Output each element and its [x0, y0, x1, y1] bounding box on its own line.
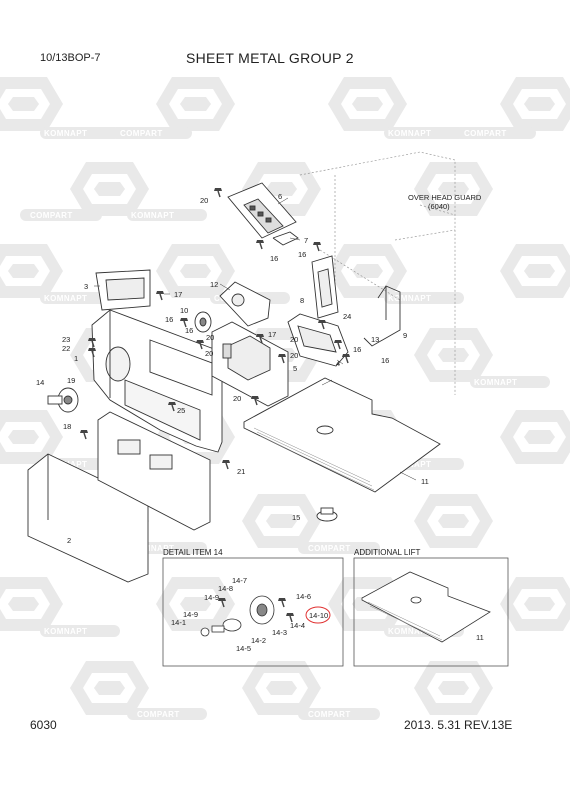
svg-text:COMPART: COMPART	[308, 544, 351, 553]
knob-assembly	[47, 387, 79, 413]
additional-lift-box: ADDITIONAL LIFT 11	[353, 548, 509, 667]
callout: 18	[63, 422, 71, 431]
svg-text:14-2: 14-2	[251, 636, 266, 645]
callout: 20	[205, 349, 213, 358]
callout: 16	[165, 315, 173, 324]
dash-panel	[211, 321, 289, 407]
svg-text:14-10: 14-10	[309, 611, 328, 620]
svg-text:14-4: 14-4	[290, 621, 305, 630]
callout: 20	[290, 335, 298, 344]
svg-text:DETAIL ITEM 14: DETAIL ITEM 14	[163, 548, 223, 557]
callout: 11	[421, 477, 429, 486]
callout-labels: 3 20 6 7 16 16 17 12 8 10 16 16 20 17 20…	[36, 192, 429, 545]
svg-text:14-1: 14-1	[171, 618, 186, 627]
callout: 16	[185, 326, 193, 335]
side-panel	[91, 309, 223, 453]
overhead-guard-outline	[299, 151, 456, 395]
callout: 5	[293, 364, 297, 373]
callout: 16	[270, 254, 278, 263]
callout: 22	[62, 344, 70, 353]
housing-24	[287, 313, 349, 367]
callout: 25	[177, 406, 185, 415]
svg-text:KOMNAPT: KOMNAPT	[44, 627, 87, 636]
callout: 16	[353, 345, 361, 354]
svg-text:COMPART: COMPART	[308, 710, 351, 719]
drawing-code: 10/13BOP-7	[40, 52, 101, 64]
svg-text:KOMNAPT: KOMNAPT	[44, 294, 87, 303]
note-overhead-guard-ref: (6040)	[428, 202, 450, 211]
svg-text:COMPART: COMPART	[137, 710, 180, 719]
svg-text:KOMNAPT: KOMNAPT	[474, 378, 517, 387]
callout: 20	[200, 196, 208, 205]
callout: 16	[381, 356, 389, 365]
plate-8	[311, 255, 339, 319]
svg-text:KOMNAPT: KOMNAPT	[44, 129, 87, 138]
lever-part	[219, 281, 271, 327]
svg-text:COMPART: COMPART	[30, 211, 73, 220]
svg-text:KOMNAPT: KOMNAPT	[388, 129, 431, 138]
note-overhead-guard: OVER HEAD GUARD	[408, 193, 482, 202]
revision-date: 2013. 5.31 REV.13E	[404, 718, 513, 732]
callout: 19	[67, 376, 75, 385]
callout: 7	[304, 236, 308, 245]
callout: 15	[292, 513, 300, 522]
floor-mat	[243, 377, 441, 493]
callout: 20	[233, 394, 241, 403]
callout: 1	[74, 354, 78, 363]
svg-text:COMPART: COMPART	[464, 129, 507, 138]
callout: 17	[174, 290, 182, 299]
storage-box	[95, 269, 151, 311]
callout: 8	[300, 296, 304, 305]
callout: 23	[62, 335, 70, 344]
svg-text:14-8: 14-8	[218, 584, 233, 593]
svg-text:KOMNAPT: KOMNAPT	[131, 544, 174, 553]
svg-text:14-6: 14-6	[296, 592, 311, 601]
detail-item-14-box: DETAIL ITEM 14 14-7 14-8 14-9 14-9 14-1 …	[162, 548, 344, 667]
lower-panel	[97, 411, 211, 531]
svg-text:14-9: 14-9	[204, 593, 219, 602]
bracket-9	[363, 285, 401, 347]
svg-text:KOMNAPT: KOMNAPT	[131, 211, 174, 220]
highlight-ring	[305, 606, 331, 624]
callout: 20	[290, 351, 298, 360]
callout: 6	[278, 192, 282, 201]
svg-text:KOMNAPT: KOMNAPT	[388, 294, 431, 303]
svg-text:14-5: 14-5	[236, 644, 251, 653]
svg-text:14-3: 14-3	[272, 628, 287, 637]
callout: 24	[343, 312, 351, 321]
page-number: 6030	[30, 718, 57, 732]
page-title: SHEET METAL GROUP 2	[186, 50, 354, 66]
switch-panel	[227, 182, 297, 239]
svg-text:COMPART: COMPART	[120, 129, 163, 138]
callout: 4	[336, 359, 340, 368]
callout: 14	[36, 378, 44, 387]
mount-15	[316, 507, 338, 522]
callout: 3	[84, 282, 88, 291]
watermark-pattern: KOMNAPT COMPART KOMNAPT COMPART KOMNAPT COM…	[0, 77, 570, 720]
callout: 17	[268, 330, 276, 339]
callout: 9	[403, 331, 407, 340]
svg-text:ADDITIONAL LIFT: ADDITIONAL LIFT	[354, 548, 420, 557]
callout: 2	[67, 536, 71, 545]
callout: 12	[210, 280, 218, 289]
leader-lines	[94, 197, 417, 481]
callout: 21	[237, 467, 245, 476]
callout: 13	[371, 335, 379, 344]
callout: 10	[180, 306, 188, 315]
callout: 20	[206, 333, 214, 342]
svg-text:14-9: 14-9	[183, 610, 198, 619]
svg-text:14-7: 14-7	[232, 576, 247, 585]
svg-text:KOMNAPT: KOMNAPT	[388, 627, 431, 636]
svg-text:11: 11	[476, 633, 484, 642]
disc-10	[194, 311, 212, 333]
lower-cover	[27, 453, 149, 583]
bracket-7	[272, 231, 299, 246]
callout: 16	[298, 250, 306, 259]
